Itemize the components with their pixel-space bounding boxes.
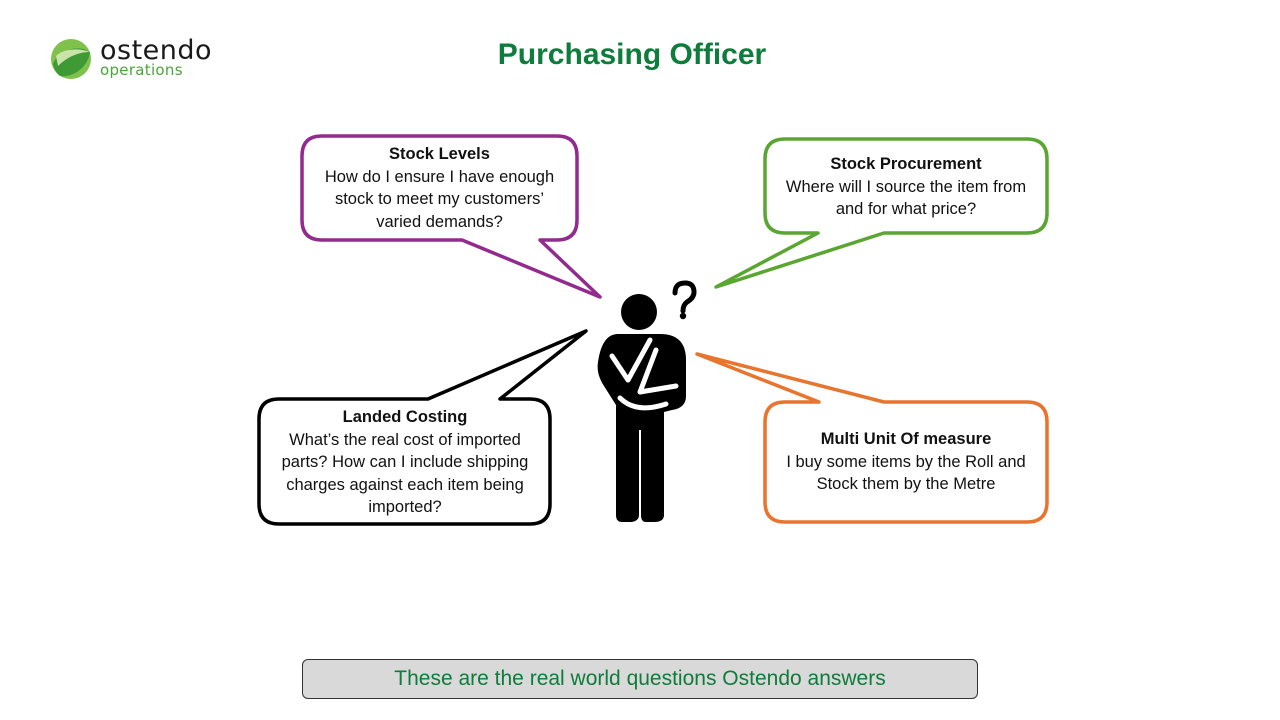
stock-procurement-text: Stock Procurement Where will I source th… — [778, 153, 1034, 221]
stock-procurement-bubble — [714, 137, 1049, 289]
stock-procurement-heading: Stock Procurement — [830, 155, 982, 173]
multi-uom-bubble — [695, 352, 1049, 524]
landed-costing-body: What’s the real cost of imported parts? … — [281, 430, 529, 517]
stock-levels-body: How do I ensure I have enough stock to m… — [324, 167, 555, 231]
stock-levels-text: Stock Levels How do I ensure I have enou… — [312, 143, 567, 233]
logo-wordmark: ostendo — [100, 35, 213, 66]
multi-uom-heading: Multi Unit Of measure — [820, 430, 992, 448]
ostendo-logo: ostendo operations — [50, 36, 240, 82]
landed-costing-heading: Landed Costing — [342, 408, 468, 426]
logo-subtitle: operations — [100, 61, 183, 79]
footer-banner: These are the real world questions Osten… — [302, 659, 978, 699]
question-mark-icon — [672, 280, 697, 320]
landed-costing-bubble — [257, 329, 588, 526]
stock-levels-bubble — [300, 134, 602, 299]
ostendo-leaf-icon — [51, 39, 91, 79]
thinking-person-icon — [597, 294, 686, 522]
landed-costing-text: Landed Costing What’s the real cost of i… — [270, 406, 540, 519]
multi-uom-body: I buy some items by the Roll and Stock t… — [786, 452, 1026, 494]
stock-levels-heading: Stock Levels — [389, 145, 490, 163]
multi-uom-text: Multi Unit Of measure I buy some items b… — [780, 428, 1032, 496]
page-title: Purchasing Officer — [497, 38, 767, 71]
stock-procurement-body: Where will I source the item from and fo… — [785, 177, 1027, 219]
